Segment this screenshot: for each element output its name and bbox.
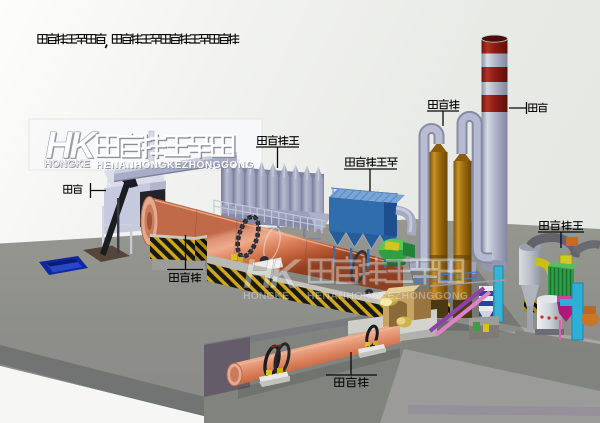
svg-text:HENANHONGKEZHONGGONG: HENANHONGKEZHONGGONG [307, 290, 468, 302]
svg-text:HENANHONGKEZHONGGONG: HENANHONGKEZHONGGONG [97, 161, 255, 172]
svg-text:HONGKE: HONGKE [45, 159, 91, 171]
svg-text:HK: HK [46, 126, 100, 168]
svg-text:HONGKE: HONGKE [44, 158, 90, 170]
svg-text:HENANHONGKEZHONGGONG: HENANHONGKEZHONGGONG [96, 160, 254, 171]
svg-text:HONGKE: HONGKE [243, 290, 289, 302]
